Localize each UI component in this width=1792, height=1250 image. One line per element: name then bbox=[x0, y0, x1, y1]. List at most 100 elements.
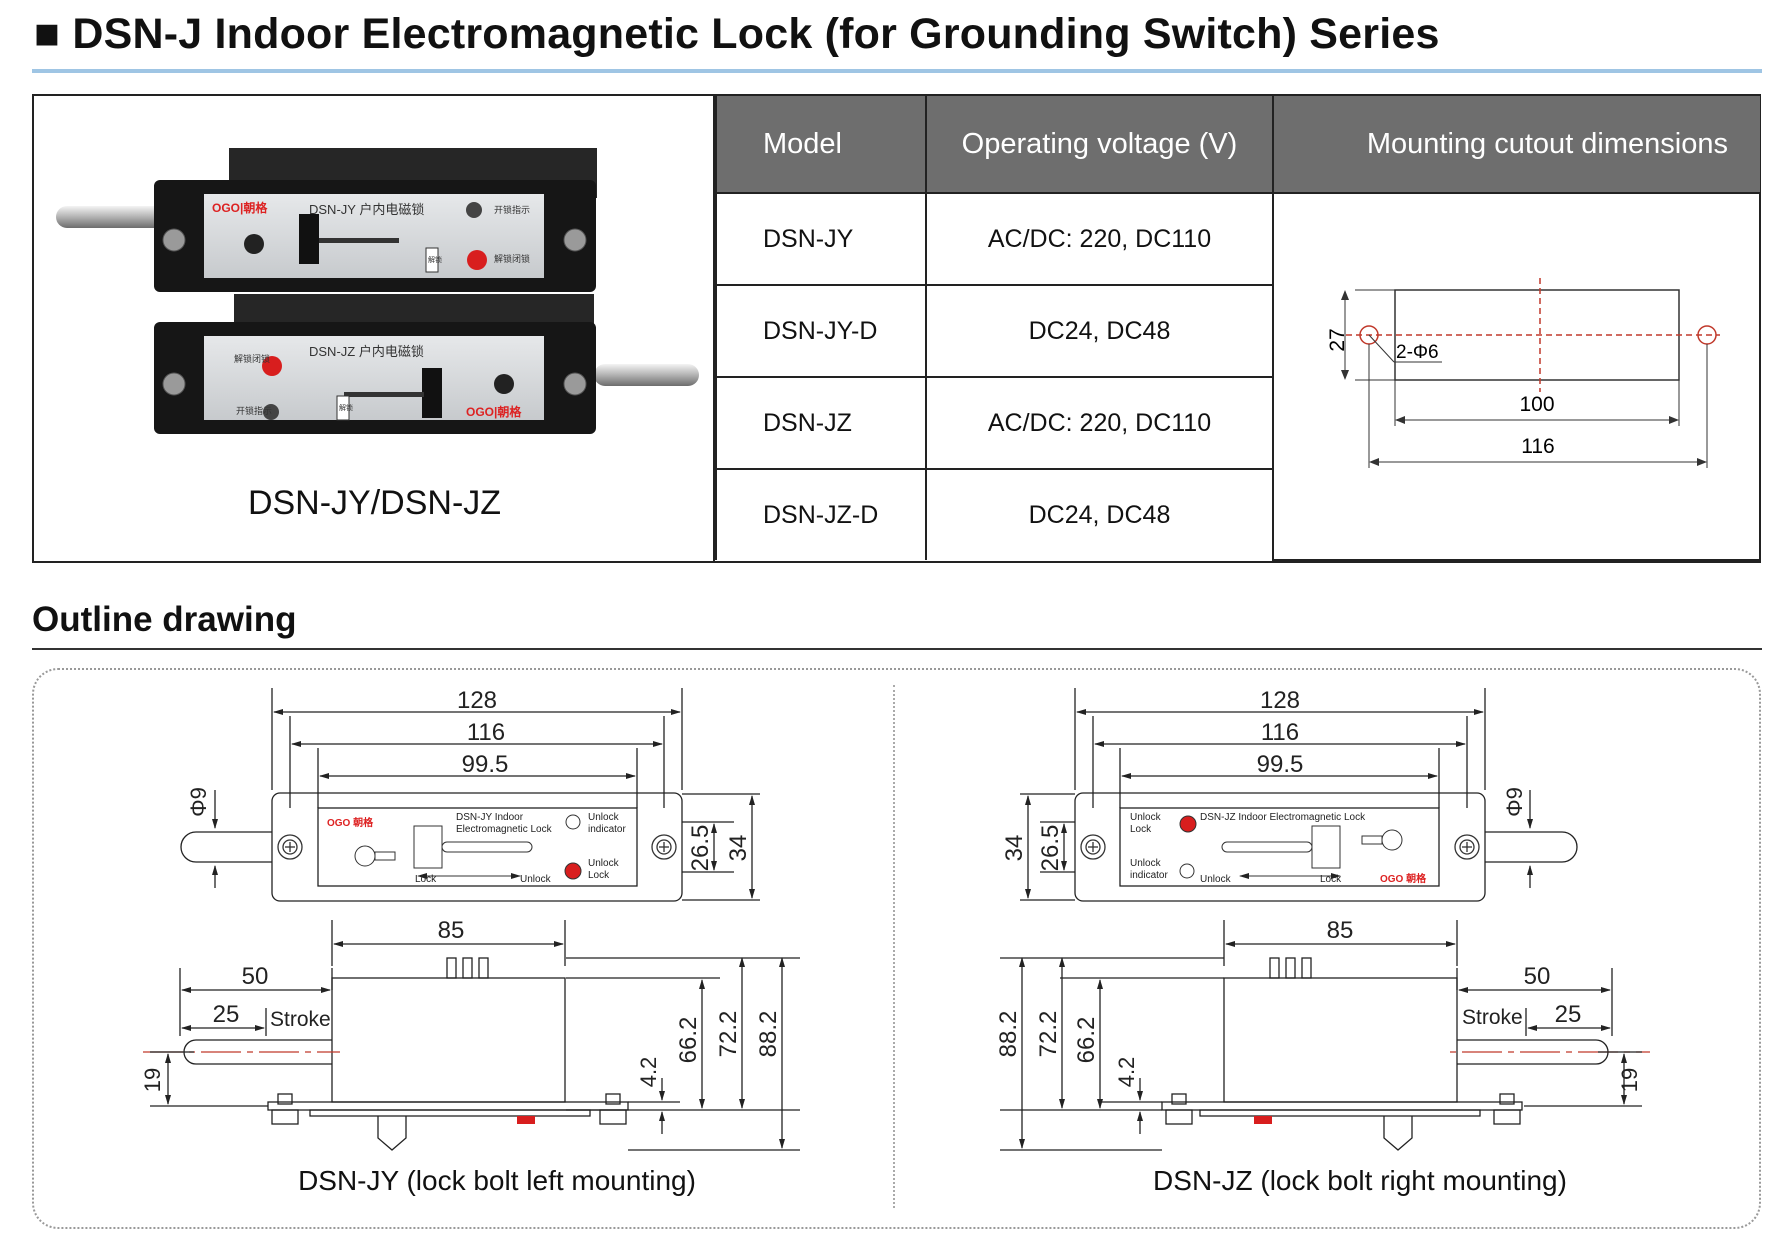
svg-text:indicator: indicator bbox=[1130, 870, 1168, 881]
dim-hole: 116 bbox=[1261, 719, 1299, 746]
dim-bolt-dia: Φ9 bbox=[1502, 787, 1527, 817]
model-cell: DSN-JZ-D bbox=[715, 468, 927, 560]
dim-bolt-dia: Φ9 bbox=[186, 787, 211, 817]
panel-slider bbox=[413, 825, 443, 869]
lower-indicator-light bbox=[263, 404, 279, 420]
dim-stroke: 25 bbox=[213, 1001, 240, 1028]
spec-panel: OGO|朝格 DSN-JY 户内电磁锁 开锁指示 解锁闭锁 解锁 解锁闭锁 DS… bbox=[32, 94, 1761, 563]
panel-keyhole-icon bbox=[354, 845, 376, 867]
front-panel bbox=[1074, 792, 1486, 902]
dim-window: 99.5 bbox=[1257, 751, 1304, 778]
dim-h2: 72.2 bbox=[1035, 1011, 1062, 1058]
panel-name: DSN-JZ Indoor Electromagnetic Lock bbox=[1200, 812, 1366, 823]
upper-right-screw-icon bbox=[563, 228, 587, 252]
upper-unlock-button bbox=[467, 250, 487, 270]
outline-drawing-frame bbox=[32, 668, 1761, 1229]
panel-name1: DSN-JY Indoor bbox=[456, 812, 524, 823]
dim-inner-h: 26.5 bbox=[1037, 825, 1064, 872]
stroke-label: Stroke bbox=[1462, 1006, 1523, 1029]
dim-flange: 4.2 bbox=[636, 1057, 661, 1088]
svg-text:Unlock: Unlock bbox=[588, 858, 620, 869]
stroke-label: Stroke bbox=[270, 1008, 331, 1031]
cutout-cell: 27 2-Φ6 100 116 bbox=[1272, 192, 1760, 561]
side-body bbox=[1223, 977, 1458, 1103]
photo-caption: DSN-JY/DSN-JZ bbox=[247, 484, 502, 522]
side-indicator bbox=[1254, 1116, 1272, 1124]
dim-window: 99.5 bbox=[462, 751, 509, 778]
lower-brand: OGO|朝格 bbox=[466, 404, 522, 419]
dim-bolt-h: 19 bbox=[140, 1068, 165, 1092]
panel-keyhole-icon bbox=[1381, 829, 1403, 851]
svg-text:Unlock: Unlock bbox=[588, 812, 620, 823]
header-model: Model bbox=[715, 96, 927, 194]
upper-indicator-light bbox=[466, 202, 482, 218]
voltage-cell: AC/DC: 220, DC110 bbox=[925, 376, 1273, 470]
model-cell: DSN-JZ bbox=[715, 376, 927, 470]
dim-hole: 116 bbox=[467, 719, 505, 746]
dim-h2: 72.2 bbox=[715, 1011, 742, 1058]
model-cell: DSN-JY-D bbox=[715, 284, 927, 378]
lower-button-text: 解锁闭锁 bbox=[234, 353, 270, 364]
product-photo: OGO|朝格 DSN-JY 户内电磁锁 开锁指示 解锁闭锁 解锁 解锁闭锁 DS… bbox=[34, 96, 715, 561]
title-underline bbox=[32, 69, 1762, 73]
upper-label: DSN-JY 户内电磁锁 bbox=[309, 202, 424, 217]
caption-dsn-jy: DSN-JY (lock bolt left mounting) bbox=[298, 1165, 696, 1196]
dim-h1: 66.2 bbox=[675, 1017, 702, 1064]
table-row: DSN-JY-D DC24, DC48 bbox=[715, 284, 1760, 378]
bolt-front bbox=[1485, 831, 1578, 863]
svg-text:Lock: Lock bbox=[415, 874, 437, 885]
front-window bbox=[1119, 807, 1440, 887]
panel-brand: OGO 朝格 bbox=[327, 816, 374, 829]
cutout-dim-width: 100 bbox=[1519, 393, 1554, 416]
svg-text:Lock: Lock bbox=[1130, 824, 1152, 835]
front-panel bbox=[271, 792, 683, 902]
svg-text:Unlock: Unlock bbox=[1200, 874, 1232, 885]
product-photo-illustration: OGO|朝格 DSN-JY 户内电磁锁 开锁指示 解锁闭锁 解锁 解锁闭锁 DS… bbox=[56, 148, 699, 434]
model-cell: DSN-JY bbox=[715, 192, 927, 286]
svg-text:Unlock: Unlock bbox=[520, 874, 552, 885]
lower-right-screw-icon bbox=[563, 372, 587, 396]
side-body bbox=[331, 977, 566, 1103]
unlock-indicator-icon bbox=[1179, 863, 1195, 879]
header-voltage: Operating voltage (V) bbox=[925, 96, 1274, 194]
drawing-dsn-jz: 128 116 99.5 Φ9 34 26.5 Unlock Lock DSN-… bbox=[995, 687, 1650, 1196]
lower-label: DSN-JZ 户内电磁锁 bbox=[309, 344, 424, 359]
voltage-cell: DC24, DC48 bbox=[925, 468, 1273, 560]
lower-slider bbox=[422, 368, 442, 418]
dim-stroke-total: 50 bbox=[1524, 963, 1551, 990]
outline-title: Outline drawing bbox=[32, 600, 297, 639]
dim-h3: 88.2 bbox=[995, 1011, 1022, 1058]
front-window bbox=[317, 807, 638, 887]
table-row: DSN-JY AC/DC: 220, DC110 27 bbox=[715, 192, 1760, 561]
lower-indicator-text: 开锁指示 bbox=[236, 405, 272, 416]
drawing-dsn-jy: 128 116 99.5 Φ9 26.5 34 OGO 朝格 DSN-JY In… bbox=[140, 687, 800, 1196]
lower-left-screw-icon bbox=[162, 372, 186, 396]
cutout-drawing: 27 2-Φ6 100 116 bbox=[1326, 278, 1720, 468]
upper-left-screw-icon bbox=[162, 228, 186, 252]
lower-unit-faceplate bbox=[204, 336, 544, 420]
dim-stroke: 25 bbox=[1555, 1001, 1582, 1028]
lower-lock-bolt bbox=[594, 364, 699, 386]
dim-h3: 88.2 bbox=[755, 1011, 782, 1058]
upper-keyhole-icon bbox=[244, 234, 264, 254]
table-row: DSN-JZ AC/DC: 220, DC110 bbox=[715, 376, 1760, 470]
svg-text:Unlock: Unlock bbox=[1130, 812, 1162, 823]
outline-underline bbox=[32, 648, 1762, 650]
caption-dsn-jz: DSN-JZ (lock bolt right mounting) bbox=[1153, 1165, 1567, 1196]
mount-plate bbox=[1161, 1101, 1523, 1111]
dim-body-w: 85 bbox=[438, 917, 465, 944]
dim-outer-h: 34 bbox=[725, 835, 752, 862]
page-title: ■ DSN-J Indoor Electromagnetic Lock (for… bbox=[34, 10, 1440, 58]
unlock-lock-button-icon bbox=[564, 862, 582, 880]
dim-inner-h: 26.5 bbox=[687, 825, 714, 872]
voltage-cell: AC/DC: 220, DC110 bbox=[925, 192, 1274, 286]
cutout-dim-spacing: 116 bbox=[1521, 435, 1554, 458]
upper-slider bbox=[299, 214, 319, 264]
svg-text:Unlock: Unlock bbox=[1130, 858, 1162, 869]
upper-indicator-text: 开锁指示 bbox=[494, 204, 530, 215]
dim-body-w: 85 bbox=[1327, 917, 1354, 944]
dim-h1: 66.2 bbox=[1073, 1017, 1100, 1064]
table-row: DSN-JZ-D DC24, DC48 bbox=[715, 468, 1760, 560]
header-cutout: Mounting cutout dimensions bbox=[1272, 96, 1760, 194]
svg-text:Lock: Lock bbox=[588, 870, 610, 881]
